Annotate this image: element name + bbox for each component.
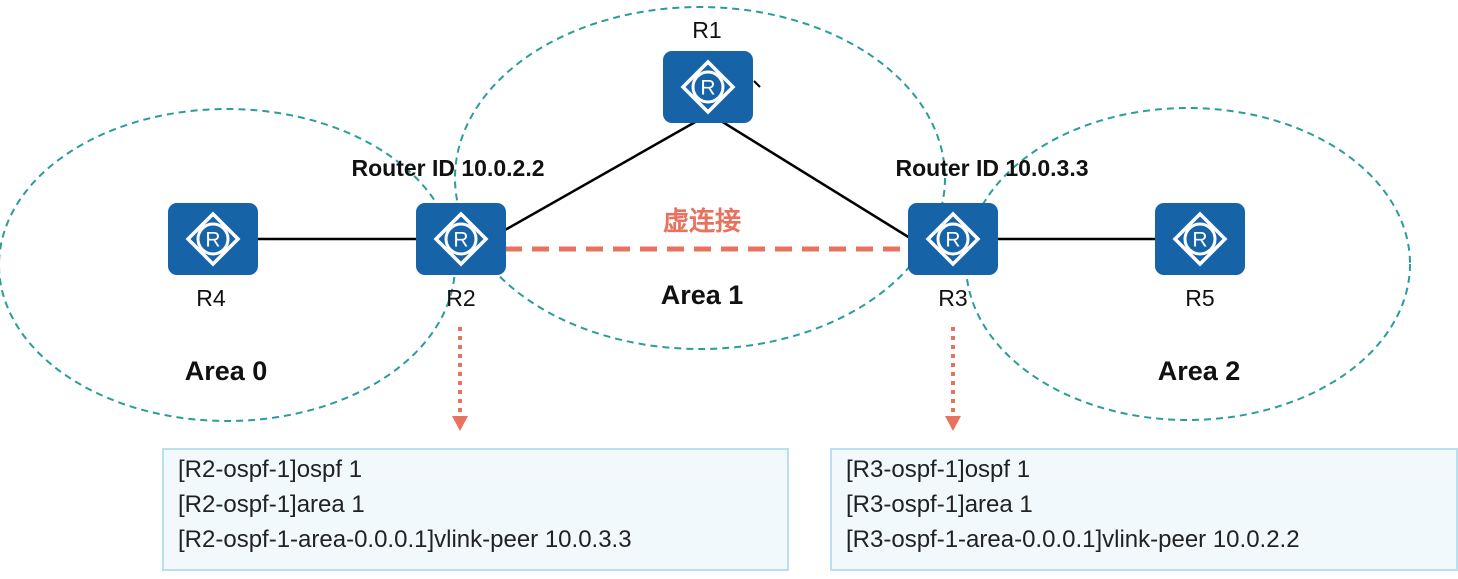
router-icon [906,201,1000,277]
router-r4 [166,201,260,277]
router-r5 [1153,201,1247,277]
r2-config-line: [R2-ospf-1]ospf 1 [178,456,363,483]
router-r1 [661,49,761,125]
router-r2 [414,201,508,277]
r3-config-line: [R3-ospf-1]area 1 [846,491,1033,518]
router-r3 [906,201,1000,277]
r2-config-arrow-head [452,416,468,431]
area2-boundary [965,107,1411,421]
virtual-link-label: 虚连接 [663,207,741,237]
router-icon [661,49,755,125]
area1-boundary [454,6,946,350]
router-r2-label: R2 [446,285,475,311]
router-r2-id: Router ID 10.0.2.2 [351,155,544,181]
area2-label: Area 2 [1158,356,1241,386]
link-r2-r1 [504,119,698,232]
r3-config-line: [R3-ospf-1]ospf 1 [846,456,1031,483]
link-r1-r3 [720,119,911,240]
router-r4-label: R4 [196,285,226,311]
router-r1-corner-mark [753,80,761,88]
r3-config-arrow-head [945,416,961,431]
router-icon [1153,201,1247,277]
r2-config-line: [R2-ospf-1-area-0.0.0.1]vlink-peer 10.0.… [178,526,632,553]
router-r1-label: R1 [692,17,721,43]
r3-config-line: [R3-ospf-1-area-0.0.0.1]vlink-peer 10.0.… [846,526,1300,553]
r3-config-box: [R3-ospf-1]ospf 1 [R3-ospf-1]area 1 [R3-… [830,448,1458,571]
area0-label: Area 0 [185,356,268,386]
r2-config-line: [R2-ospf-1]area 1 [178,491,365,518]
dotted-arrow-down-icon [452,327,468,431]
area1-label: Area 1 [661,280,744,310]
r2-config-box: [R2-ospf-1]ospf 1 [R2-ospf-1]area 1 [R2-… [162,448,789,571]
router-icon [166,201,260,277]
router-r3-label: R3 [938,285,967,311]
router-icon [414,201,508,277]
dotted-arrow-down-icon [945,327,961,431]
router-r5-label: R5 [1185,285,1214,311]
router-r3-id: Router ID 10.0.3.3 [895,155,1088,181]
